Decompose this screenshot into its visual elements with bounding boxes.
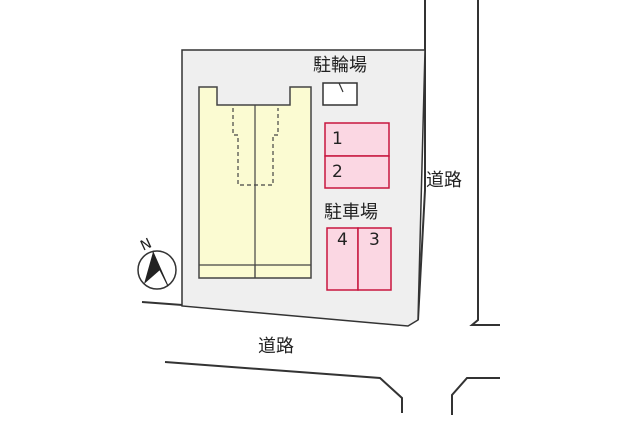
parking-space-3: [357, 227, 392, 291]
building-dashed-outline: [232, 108, 279, 186]
bicycle-parking-label: 駐輪場: [313, 55, 367, 76]
bicycle-parking-mark: [338, 82, 344, 93]
road-bottom-lower-edge: [164, 361, 403, 413]
parking-space-1-label: 1: [332, 129, 343, 149]
road-bottom-label: 道路: [258, 336, 294, 357]
parking-space-2-label: 2: [332, 162, 343, 182]
road-right-label: 道路: [426, 170, 462, 191]
parking-space-2: [324, 155, 390, 189]
north-arrow-icon: [137, 250, 177, 290]
parking-space-3-label: 3: [369, 230, 380, 250]
parking-space-4-label: 4: [337, 230, 348, 250]
car-parking-label: 駐車場: [324, 202, 378, 223]
bicycle-parking-box: [322, 82, 358, 106]
parking-space-1: [324, 122, 390, 157]
road-corner-edge: [451, 377, 500, 415]
road-right-edge-right: [469, 0, 500, 326]
